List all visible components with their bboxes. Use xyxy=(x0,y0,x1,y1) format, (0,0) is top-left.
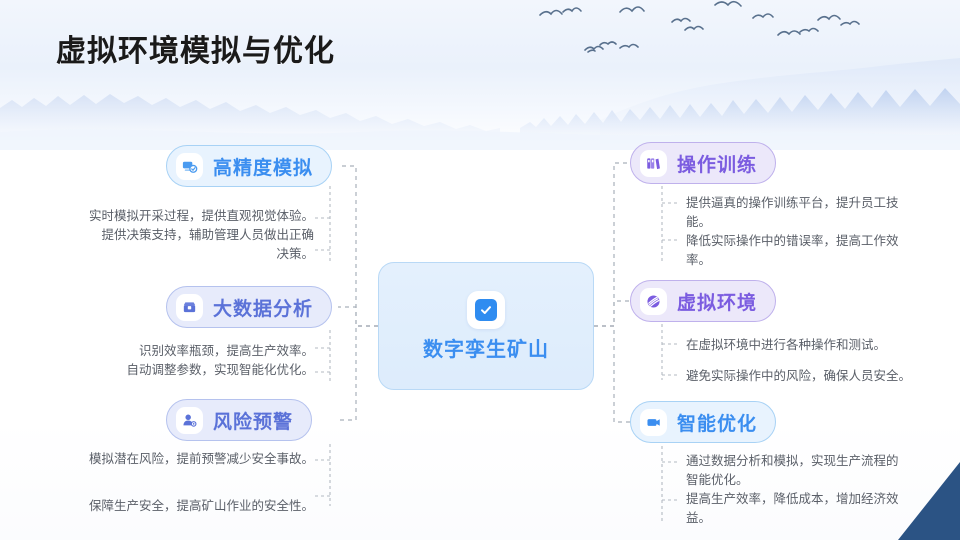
sub-connectors-right xyxy=(661,186,678,524)
page-title: 虚拟环境模拟与优化 xyxy=(56,35,335,68)
connector-lines-left xyxy=(338,165,378,421)
branch-desc-high-precision: 实时模拟开采过程，提供直观视觉体验。 提供决策支持，辅助管理人员做出正确 决策。 xyxy=(18,207,314,264)
corner-decoration xyxy=(898,462,960,540)
desc-line: 决策。 xyxy=(276,247,314,261)
desc-line: 识别效率瓶颈，提高生产效率。 xyxy=(138,344,314,358)
branch-label: 虚拟环境 xyxy=(677,292,758,314)
desc-line: 益。 xyxy=(686,511,712,525)
branch-label: 智能优化 xyxy=(677,413,758,435)
branch-label: 风险预警 xyxy=(213,411,294,433)
layers-icon xyxy=(640,287,667,315)
branch-label: 操作训练 xyxy=(677,154,758,176)
database-icon xyxy=(176,293,203,321)
branch-label: 高精度模拟 xyxy=(213,157,314,179)
desc-line: 提供逼真的操作训练平台，提升员工技 xyxy=(686,196,899,210)
branch-label: 大数据分析 xyxy=(213,298,314,320)
bird-flock xyxy=(539,0,860,53)
branch-node-high-precision[interactable]: 高精度模拟 xyxy=(166,145,333,187)
desc-line: 实时模拟开采过程，提供直观视觉体验。 xyxy=(88,209,314,223)
check-square-icon xyxy=(467,290,505,329)
branch-desc-operation-training: 提供逼真的操作训练平台，提升员工技 能。 降低实际操作中的错误率，提高工作效 率… xyxy=(686,194,954,270)
branch-node-risk-warning[interactable]: 风险预警 xyxy=(166,399,313,441)
chip-icon xyxy=(640,408,667,436)
mist-foreground xyxy=(0,129,960,150)
branch-desc-virtual-environment: 在虚拟环境中进行各种操作和测试。 避免实际操作中的风险，确保人员安全。 xyxy=(686,336,954,386)
desc-line: 能。 xyxy=(686,215,712,229)
desc-line: 在虚拟环境中进行各种操作和测试。 xyxy=(686,338,887,352)
branch-desc-intelligent-optimization: 通过数据分析和模拟，实现生产流程的 智能优化。 提高生产效率，降低成本，增加经济… xyxy=(686,452,954,528)
desc-line: 提高生产效率，降低成本，增加经济效 xyxy=(686,492,899,506)
simulation-icon xyxy=(176,152,203,180)
desc-line: 自动调整参数，实现智能化优化。 xyxy=(126,363,314,377)
sub-connectors-left xyxy=(314,186,331,506)
branch-node-big-data[interactable]: 大数据分析 xyxy=(166,286,333,328)
desc-line: 避免实际操作中的风险，确保人员安全。 xyxy=(686,369,912,383)
center-node[interactable]: 数字孪生矿山 xyxy=(378,262,594,390)
desc-line: 提供决策支持，辅助管理人员做出正确 xyxy=(101,228,314,242)
desc-line: 通过数据分析和模拟，实现生产流程的 xyxy=(686,454,899,468)
desc-line: 率。 xyxy=(686,253,712,267)
branch-node-intelligent-optimization[interactable]: 智能优化 xyxy=(630,401,777,443)
desc-line: 降低实际操作中的错误率，提高工作效 xyxy=(686,234,899,248)
desc-line: 模拟潜在风险，提前预警减少安全事故。 xyxy=(88,452,314,466)
desc-line: 保障生产安全，提高矿山作业的安全性。 xyxy=(88,499,314,513)
branch-node-virtual-environment[interactable]: 虚拟环境 xyxy=(630,280,777,322)
books-icon xyxy=(640,149,667,177)
desc-line: 智能优化。 xyxy=(686,473,749,487)
branch-desc-risk-warning: 模拟潜在风险，提前预警减少安全事故。 保障生产安全，提高矿山作业的安全性。 xyxy=(18,450,314,516)
branch-node-operation-training[interactable]: 操作训练 xyxy=(630,142,777,184)
person-alert-icon xyxy=(176,406,203,434)
center-node-label: 数字孪生矿山 xyxy=(423,338,549,361)
branch-desc-big-data: 识别效率瓶颈，提高生产效率。 自动调整参数，实现智能化优化。 xyxy=(18,342,314,380)
connector-lines-right xyxy=(594,162,630,423)
